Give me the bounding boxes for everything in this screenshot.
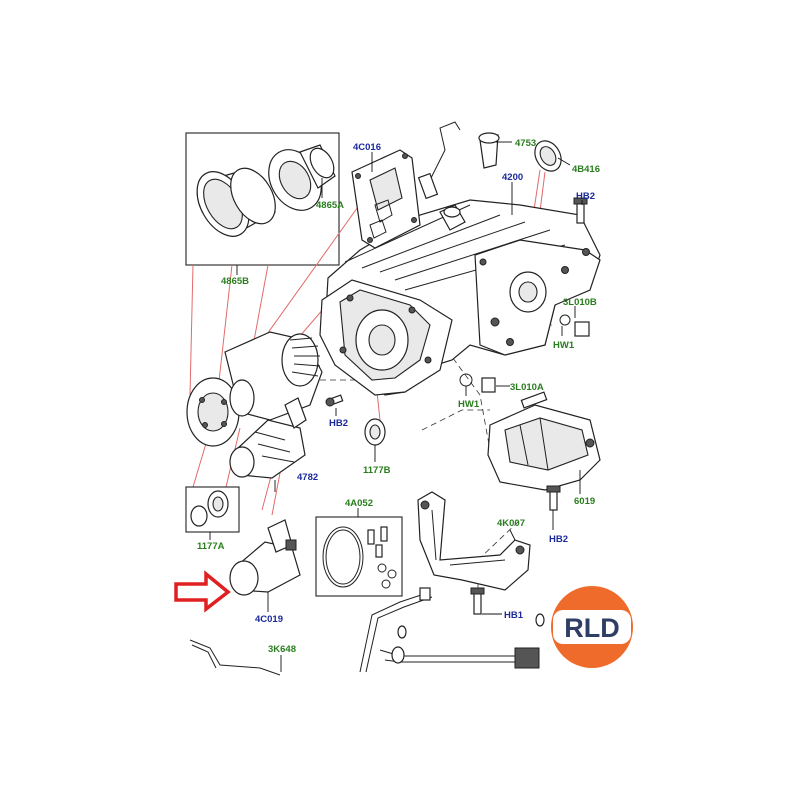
label-4753: 4753 <box>515 138 536 149</box>
label-hw1-right: HW1 <box>553 340 575 351</box>
drain-plug-3l010b <box>559 314 590 337</box>
logo-text: RLD <box>564 613 620 643</box>
part-labels: 4865B 4865A 4C016 4753 4B416 4200 HB2 3L… <box>197 138 600 655</box>
wiring-harness-3k648 <box>189 587 545 676</box>
label-4782: 4782 <box>297 472 318 483</box>
mount-bracket-4k007 <box>417 491 531 591</box>
label-hb1: HB1 <box>504 610 524 621</box>
transfer-case-housing-4200 <box>319 199 601 396</box>
label-3l010b: 3L010B <box>563 297 597 308</box>
label-hb2-low: HB2 <box>549 534 568 545</box>
label-hb2-left: HB2 <box>329 418 348 429</box>
label-3k648: 3K648 <box>268 644 296 655</box>
seal-1177b <box>364 418 386 446</box>
output-gear-assembly <box>186 331 323 447</box>
filler-plug-3l010a <box>459 373 496 393</box>
actuator-motor-4782 <box>229 397 307 479</box>
label-hw1-mid: HW1 <box>458 399 480 410</box>
control-module-6019 <box>487 391 601 491</box>
bolt-hb2-left <box>325 394 344 407</box>
actuator-bracket-4c016 <box>351 121 461 249</box>
breather-4753 <box>478 132 500 169</box>
label-4b416: 4B416 <box>572 164 600 175</box>
label-4k007: 4K007 <box>497 518 525 529</box>
label-4865b: 4865B <box>221 276 249 287</box>
red-arrow-icon <box>174 570 231 613</box>
label-1177b: 1177B <box>363 465 391 476</box>
label-1177a: 1177A <box>197 541 225 552</box>
label-6019: 6019 <box>574 496 595 507</box>
label-hb2-top: HB2 <box>576 191 595 202</box>
bolt-hb1 <box>470 587 485 615</box>
shift-motor-4c019 <box>229 519 301 596</box>
flange-4865a <box>268 144 336 211</box>
bolt-hb2-top <box>573 197 588 224</box>
label-4865a: 4865A <box>316 200 344 211</box>
inset-box-1177a <box>185 486 240 533</box>
label-4c016: 4C016 <box>353 142 381 153</box>
rld-logo: RLD <box>551 586 633 668</box>
bolt-hb2-low <box>546 485 561 511</box>
bearing-cup-4865b <box>196 167 276 237</box>
label-4200: 4200 <box>502 172 523 183</box>
seal-4b416 <box>534 140 562 172</box>
inset-box-4a052 <box>315 516 403 597</box>
label-3l010a: 3L010A <box>510 382 544 393</box>
inset-box-4865 <box>185 132 340 266</box>
label-4a052: 4A052 <box>345 498 373 509</box>
label-4c019: 4C019 <box>255 614 283 625</box>
leader-lines <box>209 141 583 672</box>
